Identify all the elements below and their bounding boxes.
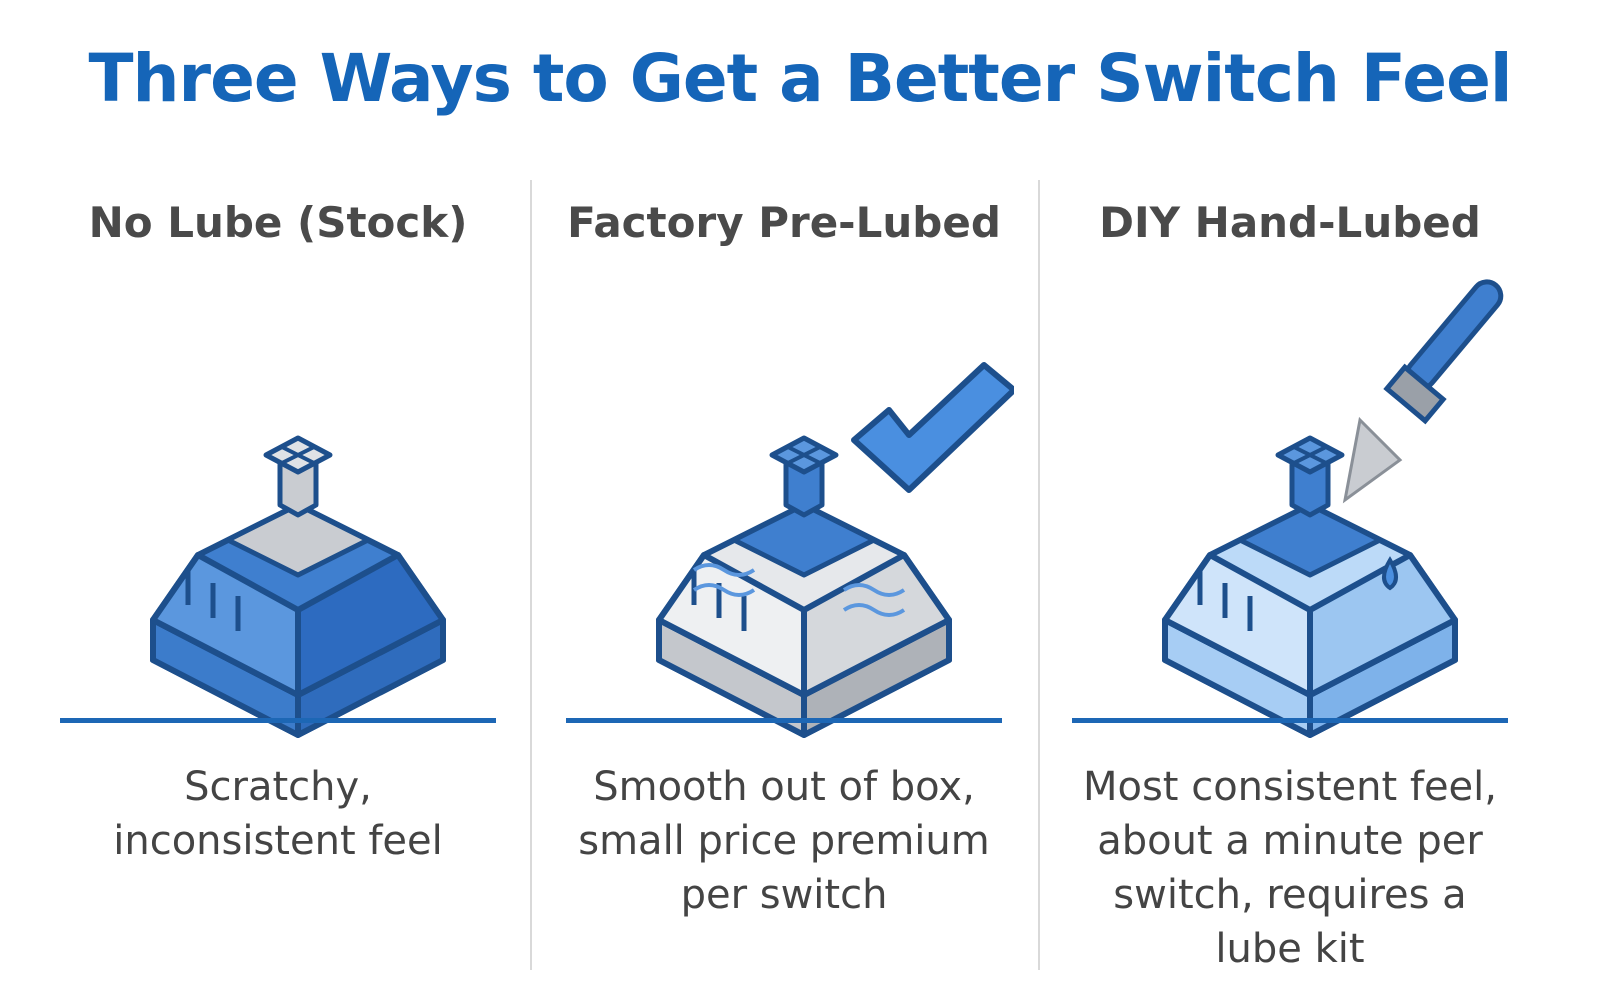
description-line: per switch [680,872,888,918]
paintbrush-icon [1342,279,1504,504]
option-description: Scratchy, inconsistent feel [18,760,538,868]
option-column-diy-hand-lubed: DIY Hand-Lubed Most consistent feel, abo… [1030,180,1550,980]
keyboard-switch-blue-icon [48,270,508,770]
column-divider [530,180,532,970]
checkmark-icon [851,362,1014,493]
option-description: Smooth out of box, small price premium p… [524,760,1044,922]
description-line: lube kit [1215,926,1365,972]
description-line: inconsistent feel [113,818,443,864]
description-line: Most consistent feel, [1082,764,1497,810]
column-divider [1038,180,1040,970]
section-rule [1072,718,1508,723]
description-line: Scratchy, [184,764,372,810]
option-column-factory-prelubed: Factory Pre-Lubed Smooth out of box, sma… [524,180,1044,980]
option-description: Most consistent feel, about a minute per… [1030,760,1550,976]
description-line: switch, requires a [1113,872,1467,918]
description-line: Smooth out of box, [593,764,975,810]
option-title: DIY Hand-Lubed [1099,198,1481,247]
option-title: No Lube (Stock) [88,198,468,247]
description-line: small price premium [578,818,990,864]
option-column-no-lube: No Lube (Stock) Scratchy, inconsistent f… [18,180,538,980]
keyboard-switch-prelubed-icon [554,362,1014,770]
section-rule [60,718,496,723]
section-rule [566,718,1002,723]
page-title: Three Ways to Get a Better Switch Feel [88,40,1513,117]
option-title: Factory Pre-Lubed [567,198,1001,247]
description-line: about a minute per [1097,818,1483,864]
keyboard-switch-lubed-icon [1060,279,1504,770]
